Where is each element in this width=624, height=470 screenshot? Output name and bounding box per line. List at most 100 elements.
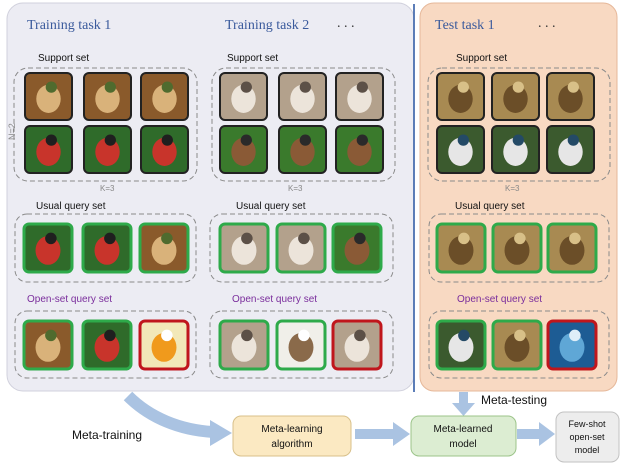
few-shot-open-set-model-box (555, 411, 620, 463)
photo-subject (288, 236, 314, 265)
support-horse-photo (278, 125, 327, 174)
meta-learned-model-line-2: model (449, 439, 476, 450)
open-query-label-test: Open-set query set (457, 294, 542, 305)
photo-border (491, 72, 540, 121)
open-query-group-test (428, 310, 610, 379)
photo-subject (288, 333, 314, 362)
photo-border (81, 319, 133, 371)
photo-border (24, 125, 73, 174)
photo-subject (152, 84, 177, 113)
photo-subject-detail (45, 232, 57, 245)
photo-border (278, 125, 327, 174)
photo-subject-detail (354, 232, 366, 245)
photo-subject (152, 137, 177, 166)
photo-subject-detail (161, 134, 173, 146)
photo-border (436, 125, 485, 174)
photo-border (138, 319, 190, 371)
open-query-dog-photo (22, 319, 74, 371)
open-query-cat-photo (218, 319, 270, 371)
few-shot-model-line-1: Few-shot (568, 419, 606, 429)
test-ellipsis: . . . (538, 16, 556, 31)
photo-subject-detail (161, 81, 173, 93)
photo-subject (504, 333, 530, 362)
photo-subject (95, 137, 120, 166)
photo-border (546, 319, 598, 371)
open-query-label-task1: Open-set query set (27, 294, 112, 305)
k-label-task2: K=3 (288, 184, 303, 193)
photo-border (138, 222, 190, 274)
usual-query-label-test: Usual query set (455, 201, 525, 212)
photo-subject (36, 84, 61, 113)
support-bird-photo (24, 125, 73, 174)
open-query-cat-photo (331, 319, 383, 371)
photo-subject (504, 236, 530, 265)
photo-border (546, 72, 595, 121)
photo-subject (290, 84, 315, 113)
photo-subject (558, 84, 583, 113)
photo-subject (344, 236, 370, 265)
photo-subject (290, 137, 315, 166)
support-bird-photo (140, 125, 189, 174)
photo-border (218, 222, 270, 274)
usual-query-group-task2 (209, 213, 394, 283)
open-query-fish-photo (138, 319, 190, 371)
usual-query-group-task1 (14, 213, 197, 283)
meta-learned-model-box (410, 415, 517, 457)
photo-subject (231, 84, 256, 113)
meta-testing-label: Meta-testing (481, 393, 547, 407)
photo-border (546, 125, 595, 174)
open-query-mouse-photo (275, 319, 327, 371)
photo-subject-detail (45, 329, 57, 342)
meta-training-label: Meta-training (72, 428, 142, 442)
open-query-label-task2: Open-set query set (232, 294, 317, 305)
photo-subject-detail (161, 232, 173, 245)
photo-border (331, 319, 383, 371)
test-task-1-title: Test task 1 (435, 18, 495, 33)
photo-border (218, 319, 270, 371)
photo-subject (448, 333, 474, 362)
photo-border (219, 72, 268, 121)
photo-subject-detail (458, 232, 470, 245)
photo-subject-detail (457, 81, 469, 93)
usual-query-cat-photo (275, 222, 327, 274)
few-shot-model-line-2: open-set (569, 432, 605, 442)
photo-border (219, 125, 268, 174)
photo-subject-detail (45, 81, 57, 93)
photo-subject (503, 84, 528, 113)
photo-subject-detail (104, 134, 116, 146)
photo-subject (36, 137, 61, 166)
photo-subject-detail (512, 134, 524, 146)
photo-subject-detail (569, 329, 581, 342)
training-ellipsis: . . . (337, 16, 355, 31)
meta-learned-model-line-1: Meta-learned (434, 424, 493, 435)
open-query-group-task1 (14, 310, 197, 379)
photo-border (275, 222, 327, 274)
support-set-label-test: Support set (456, 53, 507, 64)
photo-subject-detail (298, 329, 310, 342)
image-tiles (22, 72, 598, 371)
photo-border (436, 72, 485, 121)
photo-subject-detail (104, 232, 116, 245)
photo-subject-detail (240, 134, 252, 146)
photo-subject (151, 236, 177, 265)
support-bird-photo (83, 125, 132, 174)
arrow-model-to-final-head (539, 422, 555, 446)
photo-border (546, 222, 598, 274)
open-query-lion-photo (491, 319, 543, 371)
photo-subject (35, 236, 61, 265)
usual-query-label-task1: Usual query set (36, 201, 106, 212)
photo-subject (94, 333, 120, 362)
photo-subject-detail (161, 329, 173, 342)
support-horse-photo (219, 125, 268, 174)
photo-subject-detail (45, 134, 57, 146)
photo-subject-detail (298, 232, 310, 245)
usual-query-dog-photo (138, 222, 190, 274)
photo-subject-detail (356, 81, 368, 93)
meta-learning-algorithm-line-1: Meta-learning (261, 424, 322, 435)
support-set-label-task2: Support set (227, 53, 278, 64)
support-group-task1 (13, 67, 198, 182)
usual-query-label-task2: Usual query set (236, 201, 306, 212)
photo-subject (231, 333, 257, 362)
open-query-bird-photo (81, 319, 133, 371)
photo-subject-detail (356, 134, 368, 146)
